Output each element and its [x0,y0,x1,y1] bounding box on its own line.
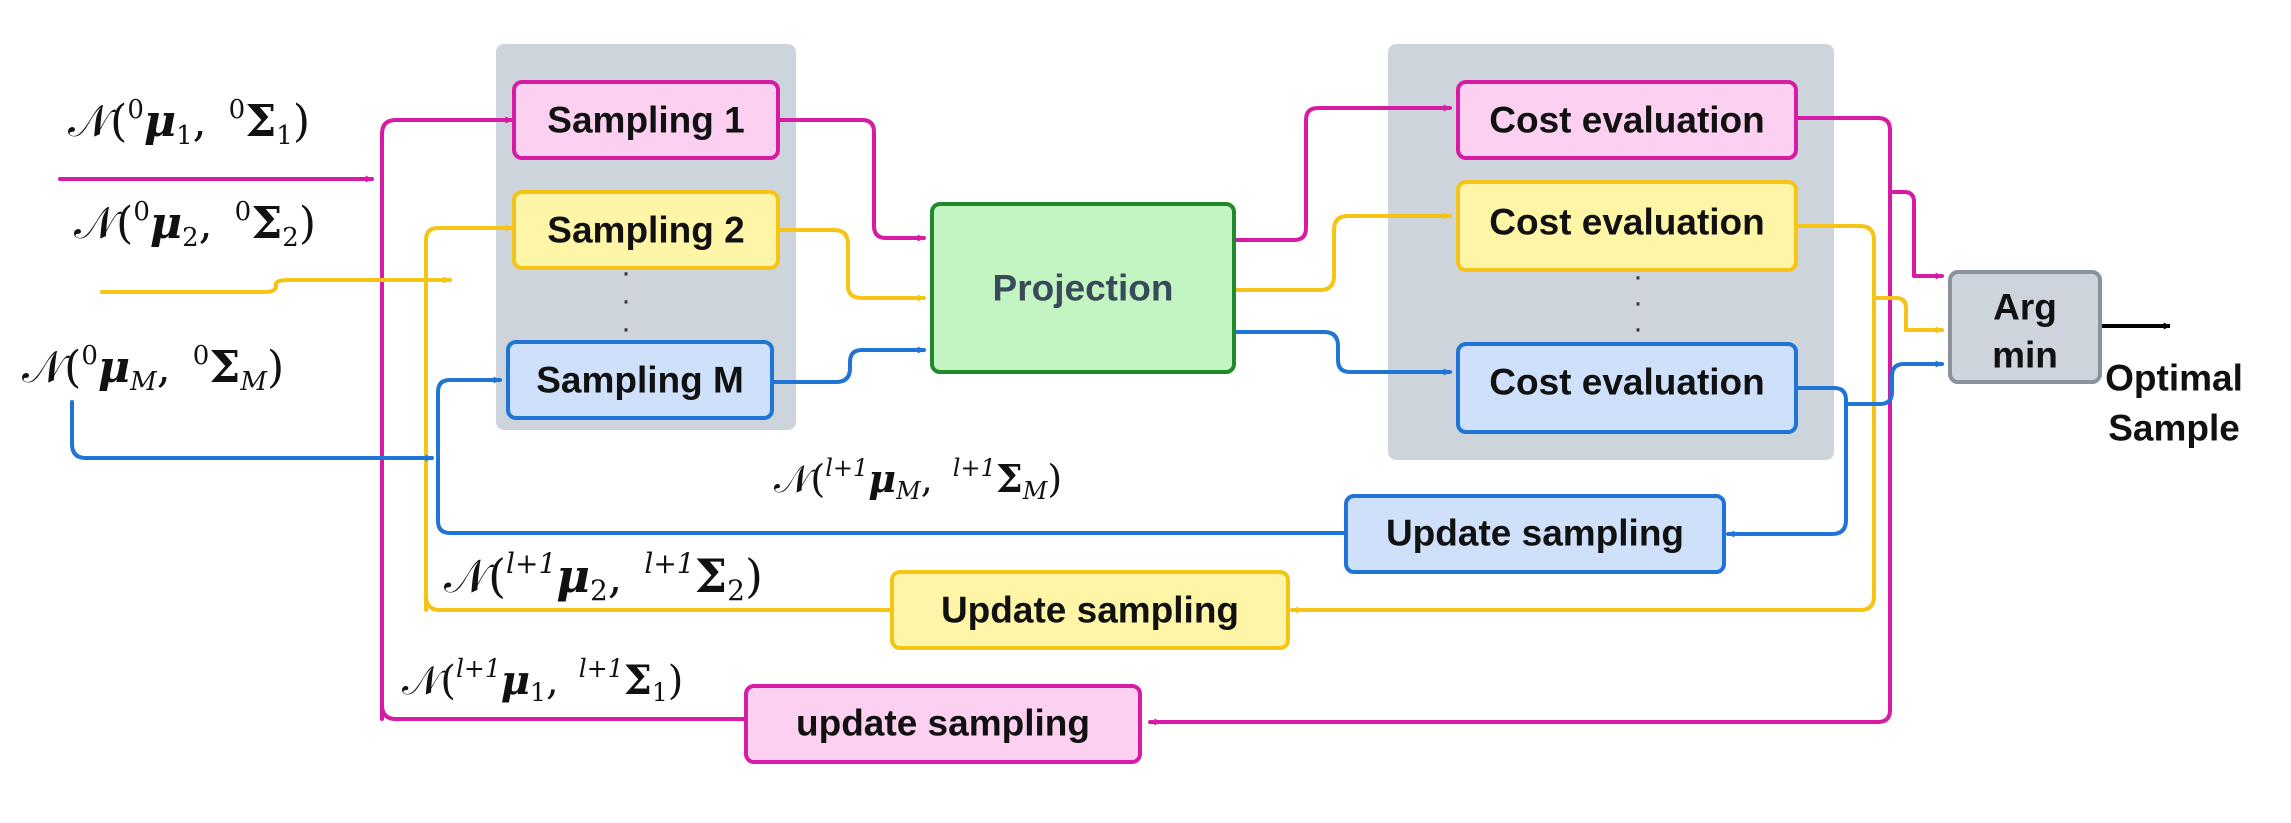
argmin-label-line1: Arg [1993,287,2057,328]
projection-to-cM [1232,330,1452,376]
cost-eval-1-label: Cost evaluation [1489,100,1765,141]
feedback-dist-1: 𝒩(l+1μ1,l+1Σ1) [402,654,683,707]
c2-right-yellow [1290,224,1876,614]
cost-dot-1: · [1633,260,1643,293]
update-sampling-2-node[interactable]: Update sampling [890,570,1290,650]
feedback-dist-2: 𝒩(l+1μ2,l+1Σ2) [444,547,763,607]
cost-dot-2: · [1633,286,1643,319]
cost-eval-2-label: Cost evaluation [1489,202,1765,243]
cost-eval-2-node[interactable]: Cost evaluation [1456,180,1798,272]
input-dist-1: 𝒩(0μ1,0Σ1) [68,95,310,151]
sampling-1-node[interactable]: Sampling 1 [512,80,780,160]
bus-blue [436,376,1348,535]
cM-to-argmin [1844,360,1944,406]
projection-to-c1 [1232,104,1452,242]
update-sampling-1-label: update sampling [796,703,1090,744]
s2-to-projection [778,228,926,302]
optimal-sample-line1: Optimal [2105,358,2243,399]
sampling-dot-2: · [621,284,631,317]
optimal-sample-label: Optimal Sample [2105,358,2243,449]
sampling-dot-3: · [621,312,631,345]
cost-dots: · · · [1633,260,1643,345]
optimal-sample-line2: Sample [2108,408,2240,449]
bus-yellow [424,224,514,612]
s1-to-projection [778,118,926,242]
cost-dot-3: · [1633,312,1643,345]
cost-eval-M-node[interactable]: Cost evaluation [1456,342,1798,434]
yellow-connectors [100,212,1944,614]
input-dist-M: 𝒩(0μM,0ΣM) [22,341,284,397]
update-sampling-1-node[interactable]: update sampling [744,684,1142,764]
sampling-dots: · · · [621,256,631,345]
sampling-M-label: Sampling M [536,360,744,401]
input-arrow-M [70,400,434,462]
argmin-node[interactable]: Arg min [1948,270,2102,384]
projection-node[interactable]: Projection [930,202,1236,374]
c2-to-argmin [1872,296,1944,334]
sampling-1-label: Sampling 1 [547,100,744,141]
blue-connectors [70,330,1944,538]
c1-to-argmin [1888,190,1944,280]
update2-to-bus [424,594,892,612]
update-sampling-2-label: Update sampling [941,590,1239,631]
projection-to-c2 [1232,212,1452,292]
argmin-label-line2: min [1992,335,2058,376]
cost-eval-1-node[interactable]: Cost evaluation [1456,80,1798,160]
input-dist-2: 𝒩(0μ2,0Σ2) [74,197,316,253]
feedback-dist-M: 𝒩(l+1μM,l+1ΣM) [774,454,1062,505]
sampling-2-label: Sampling 2 [547,210,744,251]
cM-right-blue [1726,386,1848,538]
input-arrow-2 [100,276,452,294]
update-sampling-M-label: Update sampling [1386,513,1684,554]
cost-eval-M-label: Cost evaluation [1489,362,1765,403]
sampling-M-node[interactable]: Sampling M [506,340,774,420]
projection-label: Projection [993,268,1174,309]
update-sampling-M-node[interactable]: Update sampling [1344,494,1726,574]
sampling-dot-1: · [621,256,631,289]
sM-to-projection [770,346,926,384]
magenta-connectors [58,104,1944,726]
bus-magenta [380,116,514,721]
update1-to-bus [380,703,748,721]
sampling-2-node[interactable]: Sampling 2 [512,190,780,270]
c1-right-magenta [1148,116,1892,726]
